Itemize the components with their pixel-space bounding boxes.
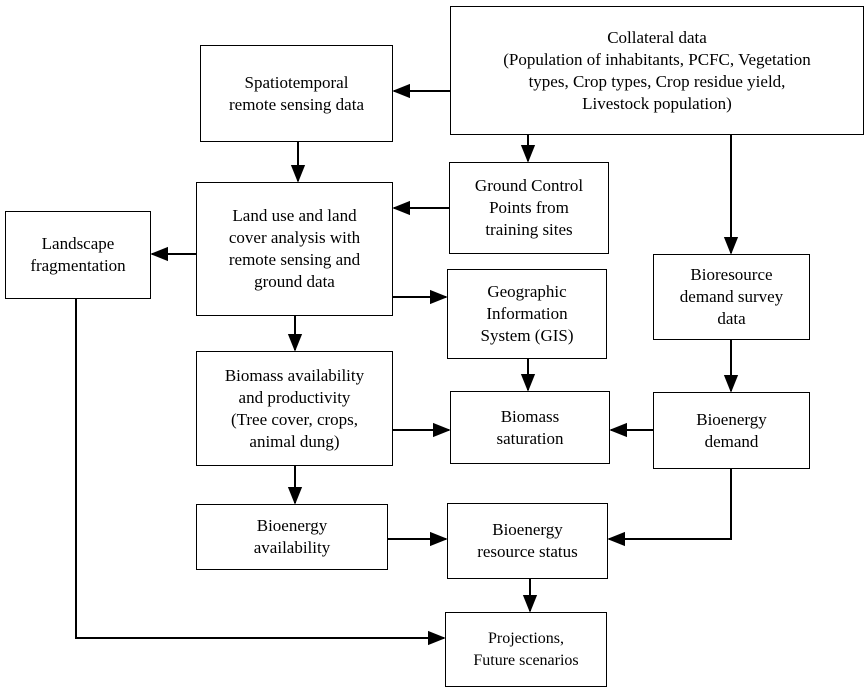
gis-box: Geographic Information System (GIS) (447, 269, 607, 359)
biomass-avail-line-2: and productivity (238, 387, 351, 407)
collateral-line-4: Livestock population) (582, 93, 732, 113)
projections-box: Projections, Future scenarios (445, 612, 607, 687)
landuse-line-4: ground data (254, 272, 335, 291)
resource-status-line-2: resource status (477, 542, 578, 561)
bioresource-demand-survey-box: Bioresource demand survey data (653, 254, 810, 340)
spatiotemporal-line-2: remote sensing data (228, 94, 364, 114)
bioenergy-avail-line-1: Bioenergy (256, 516, 328, 535)
landuse-line-1: Land use and land (232, 206, 357, 225)
arrow-bioenergy_demand-to-resource_status (607, 469, 732, 547)
biomass-sat-line-2: saturation (496, 428, 564, 448)
spatiotemporal-data-box: Spatiotemporal remote sensing data (200, 45, 393, 142)
biomass-avail-line-1: Biomass availability (224, 365, 365, 385)
bioresource-line-1: Bioresource (690, 265, 773, 284)
bioresource-line-2: demand survey (679, 287, 784, 306)
gcp-line-2: Points from (489, 198, 569, 217)
gcp-line-1: Ground Control (474, 176, 584, 195)
ground-control-points-box: Ground Control Points from training site… (449, 162, 609, 254)
landscape-line-1: Landscape (41, 234, 115, 253)
collateral-data-box: Collateral data (Population of inhabitan… (450, 6, 864, 135)
arrow-landscape-to-projections (75, 287, 446, 646)
resource-status-line-1: Bioenergy (492, 520, 563, 539)
bioenergy-resource-status-box: Bioenergy resource status (447, 503, 608, 579)
biomass-avail-line-3: (Tree cover, crops, (230, 409, 359, 429)
biomass-sat-line-1: Biomass (500, 406, 560, 426)
landscape-fragmentation-box: Landscape fragmentation (5, 211, 151, 299)
projections-line-1: Projections, (488, 629, 564, 647)
bioenergy-demand-line-1: Bioenergy (696, 409, 767, 429)
bioresource-line-3: data (717, 309, 746, 328)
gis-line-1: Geographic (487, 282, 567, 301)
landscape-line-2: fragmentation (30, 256, 126, 275)
biomass-availability-box: Biomass availability and productivity (T… (196, 351, 393, 466)
bioenergy-avail-line-2: availability (253, 538, 331, 557)
gcp-line-3: training sites (485, 220, 573, 239)
land-use-analysis-box: Land use and land cover analysis with re… (196, 182, 393, 316)
landuse-line-3: remote sensing and (228, 250, 361, 269)
bioenergy-demand-box: Bioenergy demand (653, 392, 810, 469)
bioenergy-demand-line-2: demand (704, 431, 759, 451)
gis-line-2: Information (486, 304, 568, 323)
spatiotemporal-line-1: Spatiotemporal (244, 72, 349, 92)
gis-line-3: System (GIS) (480, 326, 574, 345)
bioenergy-availability-box: Bioenergy availability (196, 504, 388, 570)
collateral-line-2: (Population of inhabitants, PCFC, Vegeta… (503, 49, 811, 69)
biomass-avail-line-4: animal dung) (249, 431, 340, 451)
landuse-line-2: cover analysis with (228, 228, 361, 247)
collateral-line-3: types, Crop types, Crop residue yield, (528, 71, 786, 91)
projections-line-2: Future scenarios (473, 651, 579, 669)
biomass-saturation-box: Biomass saturation (450, 391, 610, 464)
collateral-line-1: Collateral data (607, 27, 707, 47)
